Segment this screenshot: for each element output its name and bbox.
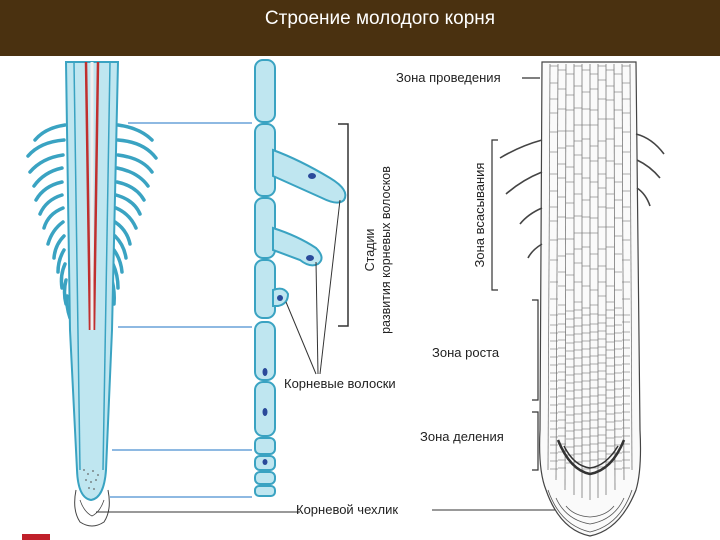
growth-zone-label: Зона роста [432, 345, 500, 360]
slide-marker [22, 534, 50, 540]
root-longitudinal-view [28, 62, 156, 526]
stages-bracket [338, 124, 348, 326]
conduction-zone-label: Зона проведения [396, 70, 501, 85]
root-hairs-label: Корневые волоски [284, 376, 396, 391]
root-cellular-section [500, 62, 664, 536]
zone-brackets [492, 78, 540, 470]
root-hairs-pointers [286, 200, 340, 374]
division-zone-label: Зона деления [420, 429, 504, 444]
absorption-zone-label: Зона всасывания [472, 163, 487, 268]
root-hairs-left [28, 125, 70, 318]
root-hair-stages [255, 60, 345, 496]
pointer-lines [110, 123, 252, 497]
hair-stages-label-2: развития корневых волосков [379, 166, 393, 334]
hair-stages-label-1: Стадии [363, 229, 377, 272]
root-cap-label: Корневой чехлик [296, 502, 398, 517]
